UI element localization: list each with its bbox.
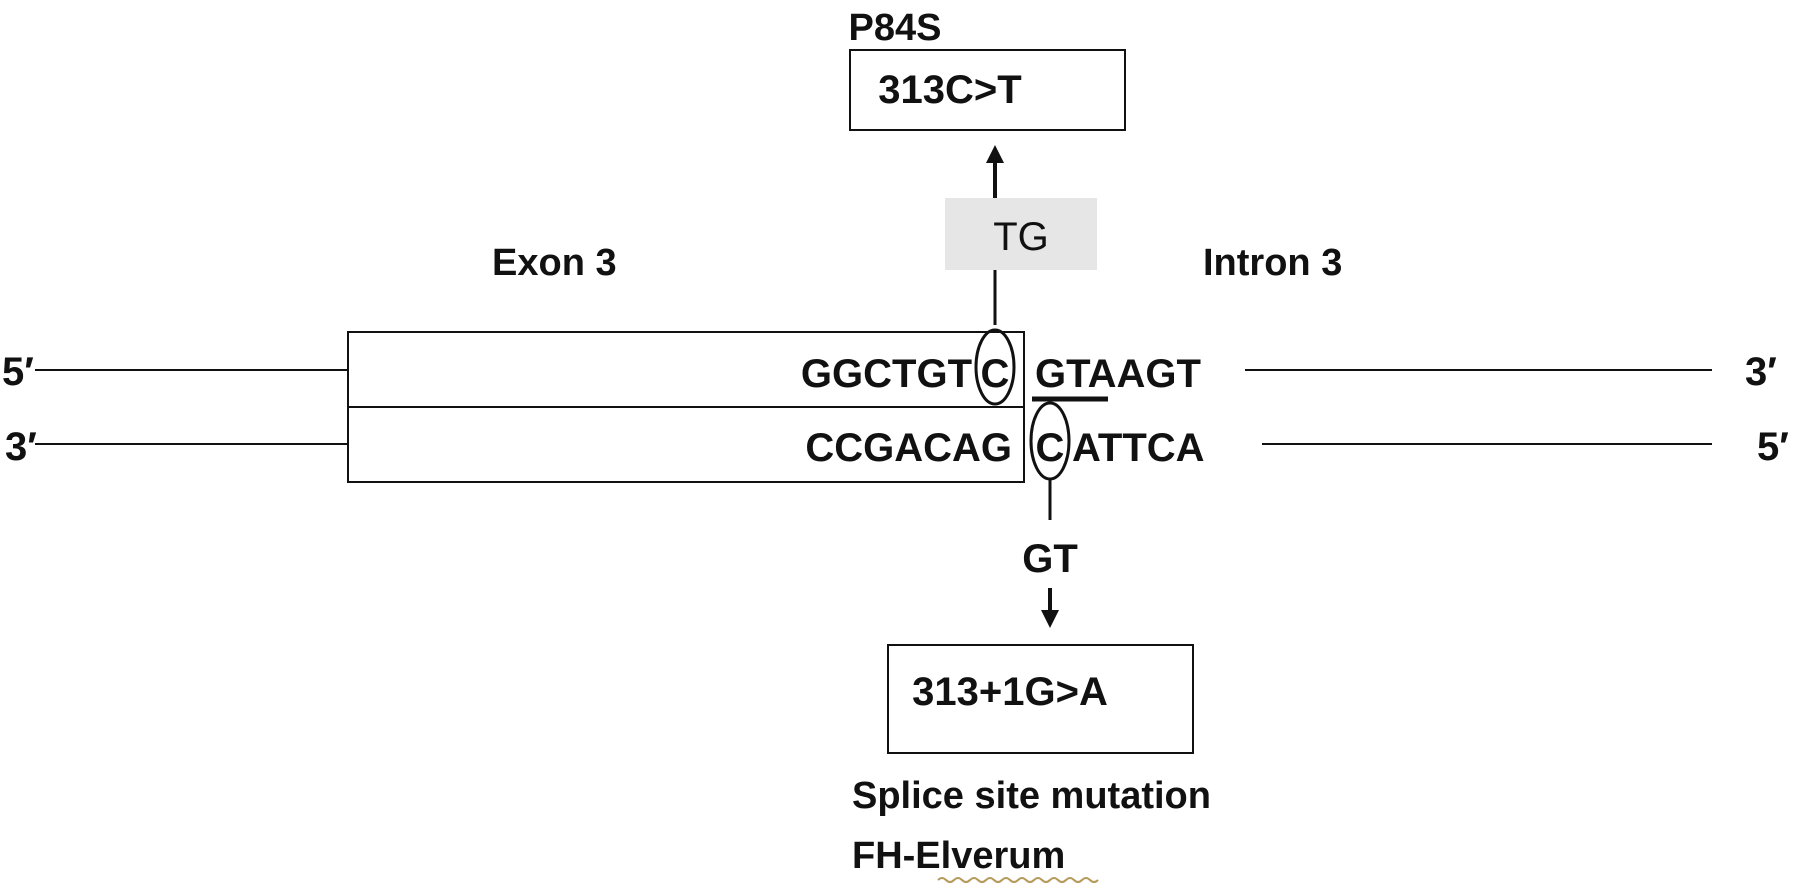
top-intron-sequence: GTAAGT — [1035, 352, 1201, 396]
top-strand-right-end: 3′ — [1745, 350, 1777, 394]
top-strand-left-end: 5′ — [2, 350, 34, 394]
intron-label: Intron 3 — [1203, 242, 1342, 284]
bottom-arrowhead — [1041, 610, 1059, 628]
bottom-exon-sequence: CCGACAG — [805, 426, 1012, 470]
top-mutated-base: C — [981, 352, 1010, 396]
tg-change-box — [945, 198, 1097, 270]
bottom-mutation-box — [887, 644, 1194, 754]
top-intron-rest: AAGT — [1088, 352, 1201, 396]
bottom-mutation-cdna: 313+1G>A — [912, 670, 1108, 714]
top-mutation-box — [849, 49, 1126, 131]
top-exon-sequence: GGCTGT — [801, 352, 972, 396]
gt-change-label: GT — [1022, 537, 1078, 581]
caption-line-2: FH-Elverum — [852, 835, 1065, 877]
exon-label: Exon 3 — [492, 242, 617, 284]
bottom-intron-sequence: ATTCA — [1072, 426, 1205, 470]
protein-change-label: P84S — [849, 7, 942, 49]
tg-change-label: TG — [993, 215, 1049, 259]
top-mutation-cdna: 313C>T — [878, 68, 1021, 112]
exon-box-bottom-strand — [347, 406, 1025, 483]
caption-line-1: Splice site mutation — [852, 775, 1211, 817]
bottom-strand-left-end: 3′ — [5, 425, 37, 469]
top-mutated-base-circle — [974, 328, 1016, 406]
top-arrowhead — [986, 145, 1004, 163]
bottom-mutated-base: C — [1036, 426, 1065, 470]
spellcheck-squiggle — [937, 877, 1099, 883]
bottom-mutated-base-circle — [1029, 401, 1071, 481]
bottom-strand-right-end: 5′ — [1757, 425, 1789, 469]
top-intron-splice-donor: GT — [1035, 352, 1090, 396]
